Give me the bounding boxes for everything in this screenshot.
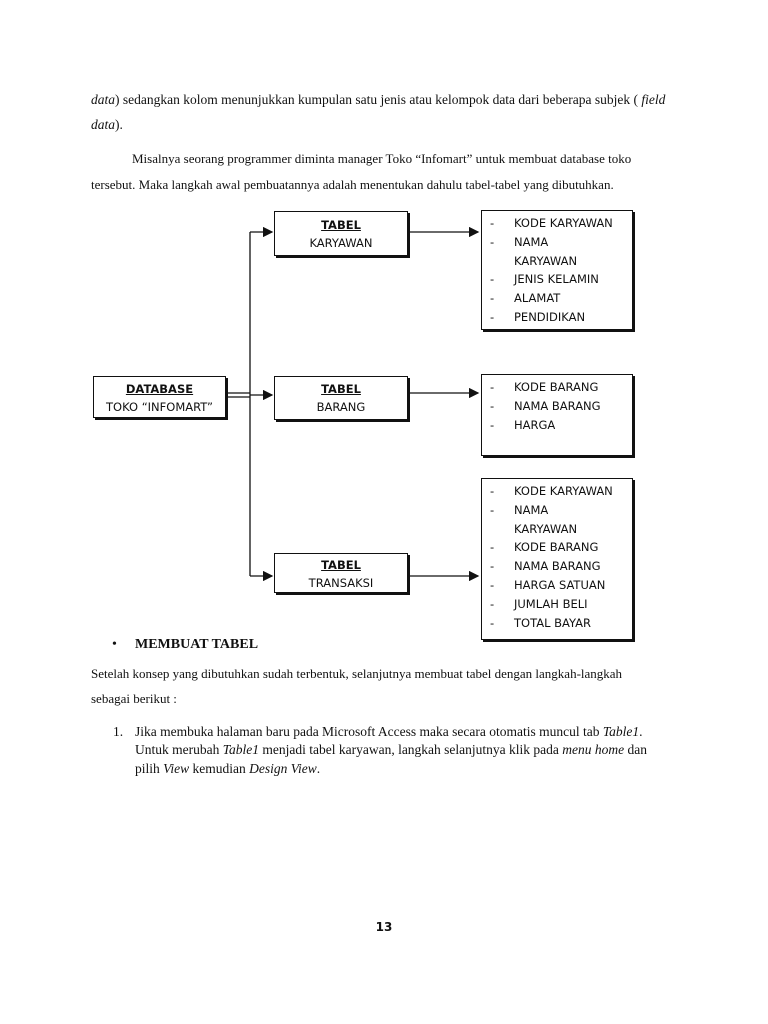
field-name: KARYAWAN xyxy=(514,253,578,268)
table-title: TABEL xyxy=(321,382,361,396)
paragraph-1-line-1: data) sedangkan kolom menunjukkan kumpul… xyxy=(91,92,665,108)
field-row: - NAMA xyxy=(490,233,628,252)
list-dash: - xyxy=(490,484,495,498)
bullet: • xyxy=(112,637,117,652)
list-dash: - xyxy=(490,596,495,611)
field-name: TOTAL BAYAR xyxy=(514,615,591,630)
field-row: - KODE BARANG xyxy=(490,538,628,557)
italic-text: menu home xyxy=(562,742,625,757)
database-title: DATABASE xyxy=(125,382,194,396)
paragraph-2-line-2: tersebut. Maka langkah awal pembuatannya… xyxy=(91,177,614,192)
body-text: ). xyxy=(115,117,123,132)
diagram-connectors xyxy=(228,226,480,582)
list-dash: - xyxy=(490,502,495,517)
body-text: Untuk merubah xyxy=(135,742,223,757)
field-row: - NAMA BARANG xyxy=(490,397,628,416)
field-row: - JENIS KELAMIN xyxy=(490,270,628,289)
list-dash: - xyxy=(490,216,495,230)
field-name: JENIS KELAMIN xyxy=(514,272,599,287)
body-text: ) sedangkan kolom menunjukkan kumpulan s… xyxy=(115,92,642,107)
field-name: HARGA xyxy=(514,417,556,432)
table-title: TABEL xyxy=(321,558,361,572)
field-name: PENDIDIKAN xyxy=(514,309,586,324)
paragraph-3-line-2: sebagai berikut : xyxy=(91,691,177,706)
list-dash: - xyxy=(490,615,495,630)
paragraph-3-line-1: Setelah konsep yang dibutuhkan sudah ter… xyxy=(91,666,623,681)
list-dash: - xyxy=(490,272,495,287)
field-row: - KODE KARYAWAN xyxy=(490,482,628,501)
field-row: - TOTAL BAYAR xyxy=(490,614,628,633)
step-1-line-2: Untuk merubah Table1 menjadi tabel karya… xyxy=(135,742,647,758)
database-box: DATABASE TOKO “INFOMART” xyxy=(93,376,226,418)
field-row: - HARGA SATUAN xyxy=(490,576,628,595)
body-text: Jika membuka halaman baru pada Microsoft… xyxy=(135,724,603,739)
fields-list-karyawan: - KODE KARYAWAN - NAMA KARYAWAN - JENIS KEL… xyxy=(481,210,633,330)
field-name: NAMA BARANG xyxy=(514,398,601,413)
field-row: - PENDIDIKAN xyxy=(490,308,628,327)
step-1-line-3: pilih View kemudian Design View. xyxy=(135,761,320,777)
body-text: dan xyxy=(624,742,648,757)
step-number: 1. xyxy=(113,724,124,739)
list-dash xyxy=(490,520,514,539)
body-text: . xyxy=(639,724,643,739)
field-name: NAMA BARANG xyxy=(514,559,601,574)
list-dash: - xyxy=(490,234,495,249)
fields-list-barang: - KODE BARANG - NAMA BARANG - HARGA xyxy=(481,374,633,456)
list-dash xyxy=(490,252,514,271)
list-dash: - xyxy=(490,398,495,413)
database-subtitle: TOKO “INFOMART” xyxy=(106,400,213,414)
field-name: JUMLAH BELI xyxy=(514,596,588,611)
fields-list-transaksi: - KODE KARYAWAN - NAMA KARYAWAN - KODE BARA… xyxy=(481,478,633,640)
body-text: pilih xyxy=(135,761,164,776)
field-name: KODE BARANG xyxy=(514,380,599,394)
field-row: - KODE BARANG xyxy=(490,378,628,397)
field-name: KARYAWAN xyxy=(514,521,578,536)
field-row: KARYAWAN xyxy=(490,520,628,539)
field-name: NAMA xyxy=(514,502,549,517)
step-1-line-1: Jika membuka halaman baru pada Microsoft… xyxy=(135,724,643,740)
field-row: KARYAWAN xyxy=(490,252,628,271)
table-box-barang: TABEL BARANG xyxy=(274,376,408,420)
paragraph-1-line-2: data). xyxy=(91,117,123,133)
field-row: - NAMA xyxy=(490,501,628,520)
field-row: - KODE KARYAWAN xyxy=(490,214,628,233)
page-number: 13 xyxy=(375,920,393,934)
body-text: kemudian xyxy=(189,761,250,776)
body-text: menjadi tabel karyawan, langkah selanjut… xyxy=(259,742,563,757)
field-name: KODE KARYAWAN xyxy=(514,484,613,498)
italic-text: data xyxy=(91,92,116,107)
field-row: - JUMLAH BELI xyxy=(490,595,628,614)
table-box-transaksi: TABEL TRANSAKSI xyxy=(274,553,408,593)
table-name: KARYAWAN xyxy=(309,236,373,250)
field-row: - NAMA BARANG xyxy=(490,557,628,576)
italic-text: field xyxy=(641,92,666,107)
field-name: KODE BARANG xyxy=(514,540,599,555)
section-heading: MEMBUAT TABEL xyxy=(135,637,259,652)
table-name: TRANSAKSI xyxy=(308,576,374,590)
list-dash: - xyxy=(490,309,495,324)
italic-text: Table1 xyxy=(222,742,259,757)
field-row: - ALAMAT xyxy=(490,289,628,308)
field-row: - HARGA xyxy=(490,416,628,435)
table-box-karyawan: TABEL KARYAWAN xyxy=(274,211,408,256)
list-dash: - xyxy=(490,540,495,555)
paragraph-2-line-1: Misalnya seorang programmer diminta mana… xyxy=(132,151,632,166)
field-name: NAMA xyxy=(514,234,549,249)
italic-text: Design View xyxy=(249,761,317,776)
list-dash: - xyxy=(490,380,495,394)
italic-text: data xyxy=(91,117,116,132)
list-dash: - xyxy=(490,417,495,432)
body-text: . xyxy=(316,761,321,776)
table-name: BARANG xyxy=(316,400,366,414)
list-dash: - xyxy=(490,577,495,592)
list-dash: - xyxy=(490,559,495,574)
field-name: HARGA SATUAN xyxy=(514,577,606,592)
italic-text: View xyxy=(163,761,190,776)
italic-text: Table1 xyxy=(602,724,640,739)
list-dash: - xyxy=(490,291,495,306)
field-name: KODE KARYAWAN xyxy=(514,216,613,230)
table-title: TABEL xyxy=(321,218,361,232)
field-name: ALAMAT xyxy=(514,291,561,306)
